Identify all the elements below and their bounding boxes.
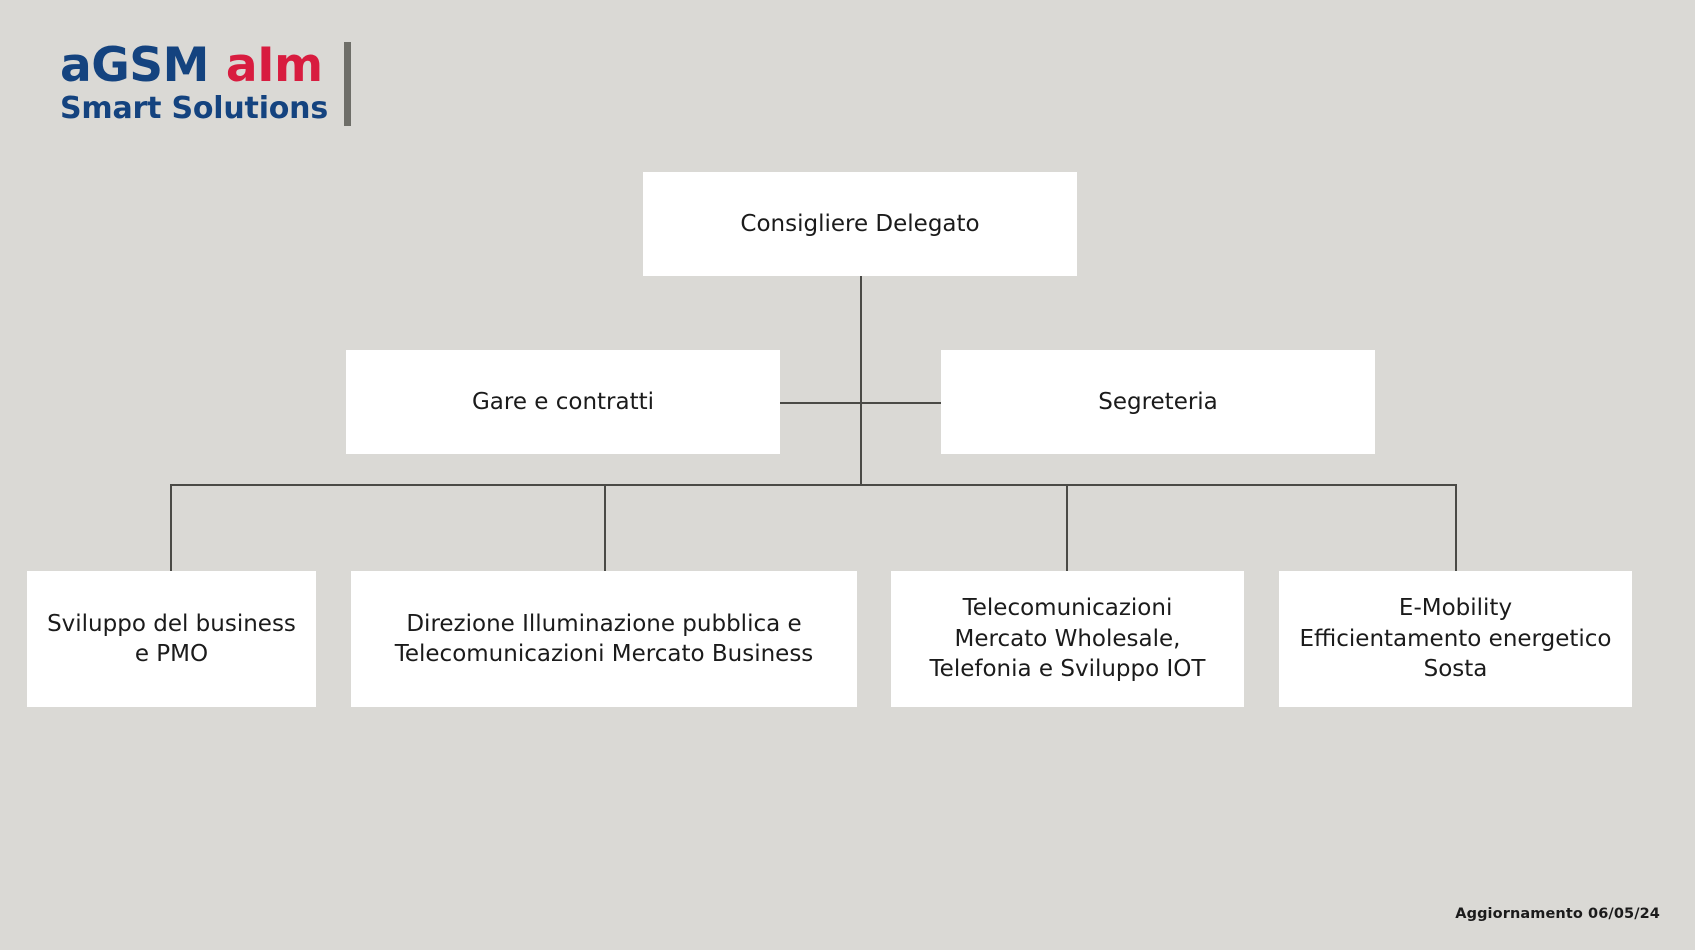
node-gare-e-contratti-text: Gare e contratti [472,387,654,417]
node-segreteria-text: Segreteria [1098,387,1218,417]
brand-logo-aim: aIm [225,38,323,93]
connector-drop-unit-4 [1455,484,1457,571]
connector-drop-unit-1 [170,484,172,571]
node-sviluppo-del-business-e-pmo[interactable]: Sviluppo del business e PMO [27,571,316,707]
node-line: Efficientamento energetico [1299,625,1612,652]
update-note: Aggiornamento 06/05/24 [1455,906,1660,922]
node-line: e PMO [134,641,209,667]
node-line: Gare e contratti [471,388,655,415]
node-line: E-Mobility [1398,595,1513,622]
node-direzione-illuminazione-pubblica-text: Direzione Illuminazione pubblica e Telec… [395,609,814,670]
node-telecomunicazioni-wholesale[interactable]: Telecomunicazioni Mercato Wholesale, Tel… [891,571,1244,707]
node-line: Telecomunicazioni Mercato Business [394,641,814,667]
connector-staff-horizontal [778,402,942,404]
node-line: Direzione Illuminazione pubblica e [406,610,802,637]
brand-logo-agsm: aGSM [60,38,209,93]
node-segreteria[interactable]: Segreteria [941,350,1375,454]
node-sviluppo-del-business-e-pmo-text: Sviluppo del business e PMO [47,609,296,670]
node-e-mobility[interactable]: E-Mobility Efficientamento energetico So… [1279,571,1632,707]
node-consigliere-delegato[interactable]: Consigliere Delegato [643,172,1077,276]
node-direzione-illuminazione-pubblica[interactable]: Direzione Illuminazione pubblica e Telec… [351,571,857,707]
node-line: Sviluppo del business [47,610,296,637]
connector-drop-unit-2 [604,484,606,571]
node-telecomunicazioni-wholesale-text: Telecomunicazioni Mercato Wholesale, Tel… [930,593,1206,684]
connector-drop-unit-3 [1066,484,1068,571]
node-line: Telecomunicazioni [962,595,1173,622]
connector-trunk-vertical [860,253,862,485]
node-line: Consigliere Delegato [740,210,980,237]
node-consigliere-delegato-text: Consigliere Delegato [740,209,979,239]
brand-logo-tagline: Smart Solutions [60,90,328,126]
node-line: Mercato Wholesale, [954,625,1181,652]
node-e-mobility-text: E-Mobility Efficientamento energetico So… [1300,593,1612,684]
node-line: Segreteria [1098,388,1218,415]
brand-logo-divider-bar [344,42,351,127]
connector-units-horizontal-bar [170,484,1456,486]
node-line: Sosta [1423,656,1488,683]
node-gare-e-contratti[interactable]: Gare e contratti [346,350,780,454]
node-line: Telefonia e Sviluppo IOT [929,656,1206,683]
